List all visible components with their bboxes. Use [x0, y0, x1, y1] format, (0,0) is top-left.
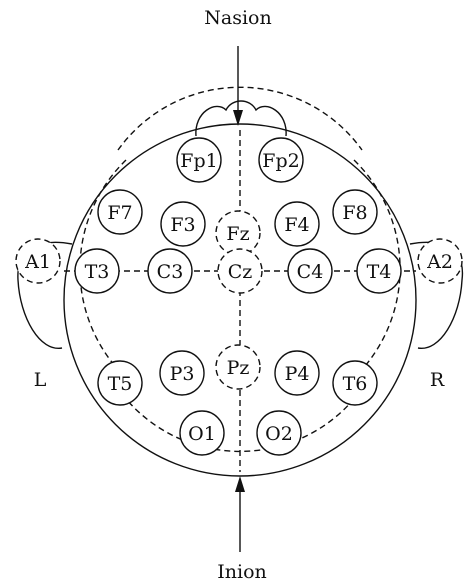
- electrode-f7: F7: [97, 189, 143, 235]
- electrode-t4: T4: [356, 248, 402, 294]
- nasion-label: Nasion: [204, 7, 271, 29]
- electrode-label: Fp1: [180, 150, 217, 172]
- electrode-f8: F8: [332, 189, 378, 235]
- electrode-fp1: Fp1: [176, 137, 222, 183]
- electrode-label: O2: [265, 423, 293, 445]
- electrode-circle: [215, 344, 261, 390]
- electrode-circle: [159, 350, 205, 396]
- electrode-p4: P4: [274, 350, 320, 396]
- inion-label: Inion: [217, 561, 267, 583]
- electrode-label: Cz: [228, 261, 253, 283]
- electrode-label: T4: [367, 261, 392, 283]
- electrode-circle: [274, 350, 320, 396]
- electrode-t5: T5: [97, 360, 143, 406]
- electrode-label: F7: [107, 202, 132, 224]
- electrode-circle: [147, 248, 193, 294]
- circumference-dashed: [79, 86, 401, 453]
- electrode-fz: Fz: [215, 210, 261, 256]
- electrode-label: Pz: [227, 357, 250, 379]
- electrode-f3: F3: [160, 201, 206, 247]
- electrode-label: A2: [426, 251, 453, 273]
- electrode-a1: A1: [15, 238, 61, 284]
- electrode-label: Fz: [226, 223, 249, 245]
- electrode-pz: Pz: [215, 344, 261, 390]
- electrode-circle: [287, 248, 333, 294]
- electrode-label: Fp2: [262, 150, 299, 172]
- nose-outline: [195, 100, 287, 137]
- electrode-label: T3: [85, 261, 110, 283]
- electrode-cz: Cz: [217, 248, 263, 294]
- electrode-o2: O2: [256, 410, 302, 456]
- electrode-circle: [417, 238, 463, 284]
- electrode-circle: [179, 410, 225, 456]
- electrode-circle: [332, 360, 378, 406]
- electrode-circle: [258, 137, 304, 183]
- electrode-o1: O1: [179, 410, 225, 456]
- inion-arrowhead: [235, 476, 245, 492]
- electrode-c4: C4: [287, 248, 333, 294]
- electrode-label: P4: [285, 363, 310, 385]
- electrode-label: T5: [108, 373, 133, 395]
- electrode-f4: F4: [274, 201, 320, 247]
- electrode-circle: [256, 410, 302, 456]
- electrode-label: O1: [188, 423, 216, 445]
- electrode-a2: A2: [417, 238, 463, 284]
- nasion-arrowhead: [233, 110, 243, 126]
- electrode-circle: [160, 201, 206, 247]
- electrode-t6: T6: [332, 360, 378, 406]
- electrode-label: C4: [297, 261, 324, 283]
- electrode-label: C3: [157, 261, 184, 283]
- electrode-c3: C3: [147, 248, 193, 294]
- electrode-p3: P3: [159, 350, 205, 396]
- electrode-circle: [217, 248, 263, 294]
- right-label: R: [430, 369, 445, 391]
- electrode-circle: [97, 360, 143, 406]
- electrode-circle: [332, 189, 378, 235]
- electrode-circle: [15, 238, 61, 284]
- electrode-label: F3: [170, 214, 195, 236]
- electrode-circle: [74, 248, 120, 294]
- electrode-t3: T3: [74, 248, 120, 294]
- electrode-label: P3: [170, 363, 195, 385]
- electrode-circle: [274, 201, 320, 247]
- electrode-label: T6: [343, 373, 368, 395]
- electrode-circle: [97, 189, 143, 235]
- electrode-circle: [176, 137, 222, 183]
- electrode-label: F4: [284, 214, 309, 236]
- electrode-circle: [356, 248, 402, 294]
- electrode-label: F8: [342, 202, 367, 224]
- electrode-label: A1: [24, 251, 51, 273]
- left-label: L: [34, 369, 47, 391]
- electrode-fp2: Fp2: [258, 137, 304, 183]
